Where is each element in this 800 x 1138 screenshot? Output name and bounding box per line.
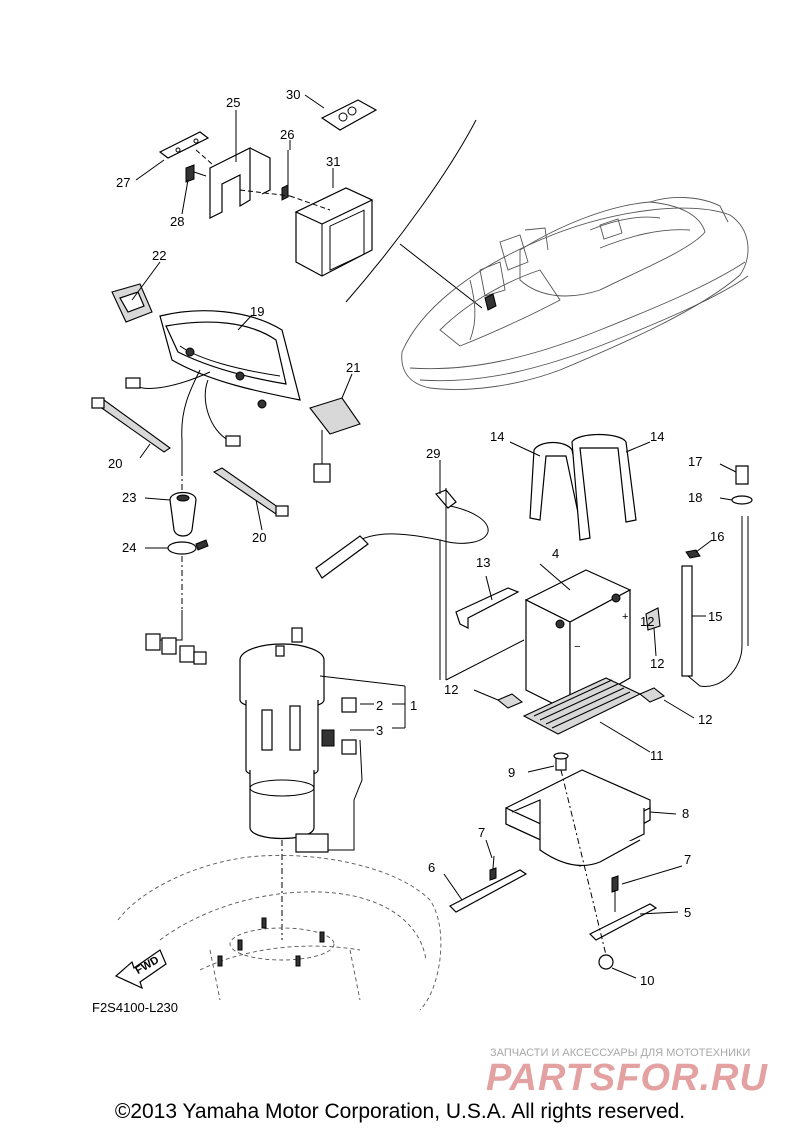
callout-number: 26 [280,127,294,142]
callout-numbers: 1 2 3 4 5 6 7 7 8 9 10 11 12 12 12 12 13… [108,87,724,988]
callout-number: 7 [478,825,485,840]
callout-number: 27 [116,175,130,190]
callout-number: 29 [426,446,440,461]
callout-number: 12 [444,682,458,697]
callout-number: 25 [226,95,240,110]
callout-number: 4 [552,546,559,561]
callout-number: 23 [122,490,136,505]
callout-number: 2 [376,698,383,713]
meter-harness-group [91,261,361,665]
remote-receiver-group [135,94,378,277]
battery-box-group [443,752,683,979]
callout-number: 13 [476,555,490,570]
callout-number: 12 [640,614,654,629]
callout-number: 11 [650,748,664,763]
callout-number: 12 [698,712,712,727]
callout-number: 20 [252,530,266,545]
callout-number: 15 [708,609,722,624]
watermark-tagline: ЗАПЧАСТИ И АКСЕССУАРЫ ДЛЯ МОТОТЕХНИКИ [490,1047,750,1059]
callout-number: 9 [508,765,515,780]
battery-group: − + [315,433,753,753]
callout-number: 22 [152,248,166,263]
callout-number: 5 [684,905,691,920]
watermark: ЗАПЧАСТИ И АКСЕССУАРЫ ДЛЯ МОТОТЕХНИКИ PA… [486,1047,768,1099]
callout-number: 18 [688,490,702,505]
callout-number: 30 [286,87,300,102]
hull-bottom-outline [117,855,442,1011]
callout-number: 16 [710,529,724,544]
callout-number: 12 [650,656,664,671]
watermark-logo: PARTSFOR.RU [486,1057,768,1099]
callout-number: 19 [250,304,264,319]
svg-text:−: − [574,641,580,653]
callout-number: 28 [170,214,184,229]
watercraft-illustration [401,197,749,390]
copyright-notice: ©2013 Yamaha Motor Corporation, U.S.A. A… [114,1100,686,1123]
callout-number: 3 [376,723,383,738]
fwd-arrow: FWD [114,949,167,990]
callout-number: 31 [326,154,340,169]
callout-number: 20 [108,456,122,471]
callout-number: 1 [410,698,417,713]
callout-number: 17 [688,454,702,469]
callout-number: 8 [682,806,689,821]
svg-text:+: + [622,611,628,623]
callout-number: 21 [346,360,360,375]
diagram-code: F2S4100-L230 [92,1000,178,1015]
callout-number: 24 [122,540,136,555]
callout-number: 14 [490,429,504,444]
callout-number: 10 [640,973,654,988]
callout-number: 6 [428,860,435,875]
fuel-pump-group [239,627,406,940]
callout-number: 14 [650,429,664,444]
callout-number: 7 [684,852,691,867]
